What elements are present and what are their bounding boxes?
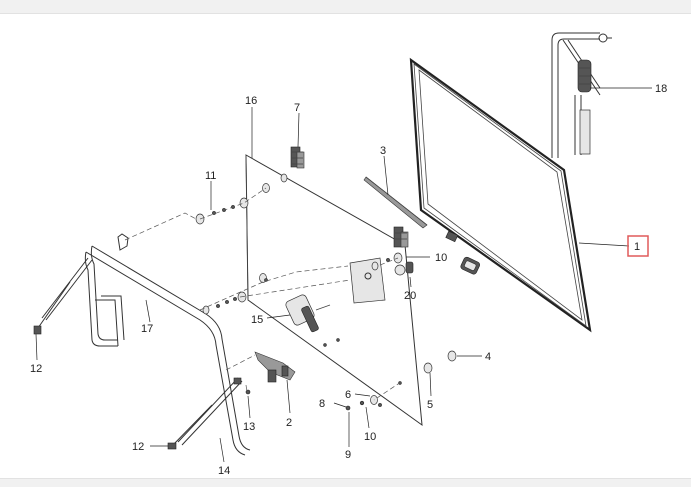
callout-13[interactable]: 13	[243, 421, 255, 433]
top-toolbar-strip	[0, 0, 691, 14]
callout-17[interactable]: 17	[141, 323, 153, 335]
callout-15[interactable]: 15	[251, 314, 263, 326]
part-7-hinge-upper[interactable]	[280, 146, 305, 183]
part-20-clip[interactable]	[394, 261, 414, 276]
bottom-status-strip	[0, 478, 691, 487]
callout-10-upper[interactable]: 10	[435, 252, 447, 264]
hinge-lower[interactable]	[393, 226, 409, 248]
callout-14[interactable]: 14	[218, 465, 230, 477]
callout-7[interactable]: 7	[294, 102, 300, 114]
part-16-window-panel[interactable]	[245, 154, 423, 427]
mounting-plate[interactable]	[349, 257, 386, 304]
callout-5[interactable]: 5	[427, 399, 433, 411]
callout-9[interactable]: 9	[345, 449, 351, 461]
part-17-front-frame[interactable]	[84, 233, 251, 456]
callout-12-bottom[interactable]: 12	[132, 441, 144, 453]
callout-16[interactable]: 16	[245, 95, 257, 107]
gas-strut-left[interactable]	[33, 257, 93, 335]
callout-18[interactable]: 18	[655, 83, 667, 95]
selected-part-highlight[interactable]	[627, 235, 649, 257]
callout-3[interactable]: 3	[380, 145, 386, 157]
callout-20[interactable]: 20	[404, 290, 416, 302]
callout-6[interactable]: 6	[345, 389, 351, 401]
callout-2[interactable]: 2	[286, 417, 292, 429]
part-14-gas-strut[interactable]	[167, 377, 243, 450]
callout-4[interactable]: 4	[485, 351, 491, 363]
part-3-seal-strip[interactable]	[363, 176, 428, 229]
part-15-actuator[interactable]	[285, 294, 331, 333]
part-1-window-seal[interactable]	[409, 57, 592, 333]
assembly-dashed-lines	[124, 187, 402, 401]
callout-10-lower[interactable]: 10	[364, 431, 376, 443]
callout-8[interactable]: 8	[319, 398, 325, 410]
part-2-latch[interactable]	[254, 351, 296, 383]
callout-1[interactable]: 1	[634, 241, 640, 253]
leader-lines	[35, 87, 652, 463]
callout-12-left[interactable]: 12	[30, 363, 42, 375]
callout-11[interactable]: 11	[205, 170, 216, 182]
callout-labels: 1 2 3 4 5 6 7 8 9 10 10 11 12 12 13 14 1…	[30, 83, 667, 477]
latch-handle[interactable]	[445, 230, 481, 275]
part-18-rear-frame-grip[interactable]	[551, 32, 612, 158]
